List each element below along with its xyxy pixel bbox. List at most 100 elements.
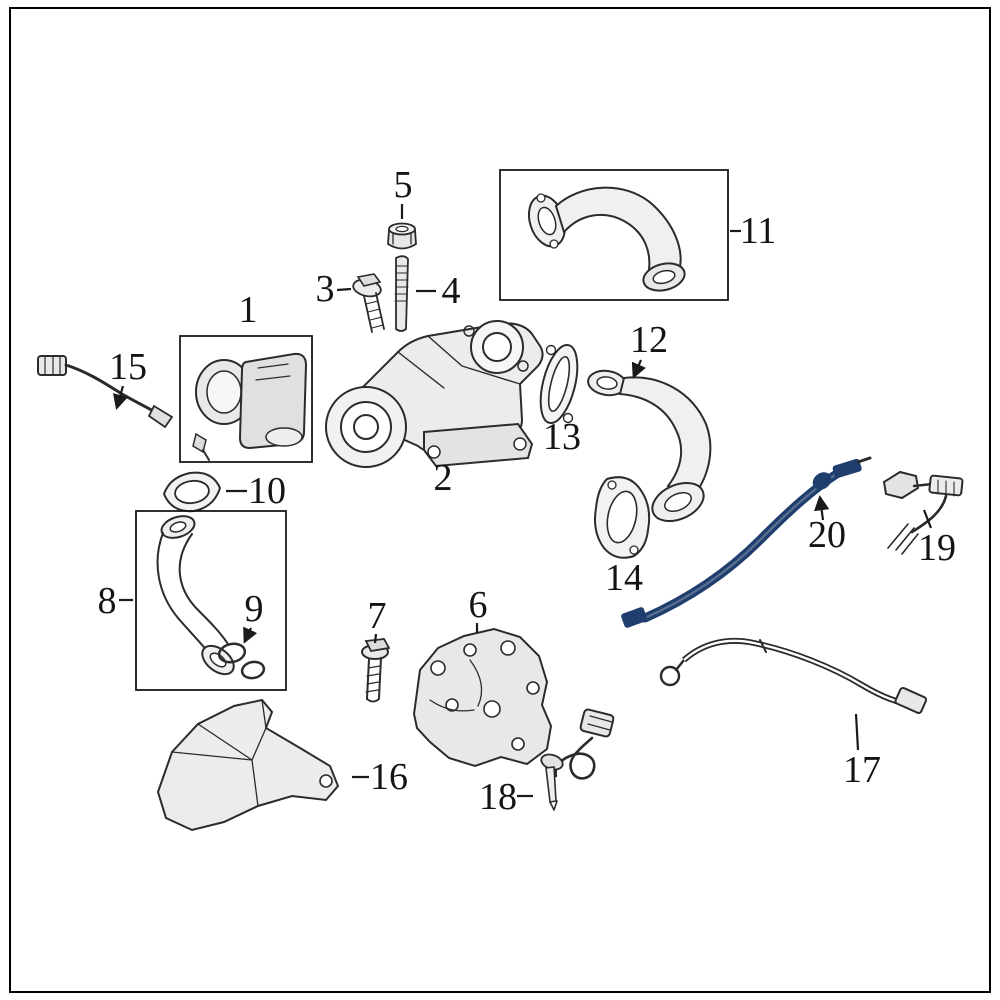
probe-tip <box>549 800 558 811</box>
probe-strands <box>887 523 919 555</box>
part-16-heat-shield <box>156 698 340 832</box>
part-4-stud <box>394 255 409 332</box>
callout-12-label: 12 <box>630 319 668 361</box>
wire-tip <box>147 404 174 429</box>
part-1-egr-valve <box>179 335 313 463</box>
callout-17-label: 17 <box>843 749 881 791</box>
callout-12-leader <box>631 359 646 379</box>
tube-bulge <box>812 472 832 490</box>
bolt-head <box>364 638 391 652</box>
nut-facets <box>392 232 412 245</box>
valve-bolt <box>192 432 207 454</box>
hose-outline <box>156 532 209 653</box>
callout-2-label: 2 <box>434 457 453 499</box>
callout-9-leader <box>243 626 258 644</box>
part-10-gasket <box>162 471 222 513</box>
bolt-threads <box>365 300 384 329</box>
gasket-opening <box>606 490 638 544</box>
part-1-box <box>179 335 313 463</box>
bracket-detail-lines <box>429 659 483 712</box>
part-3-bolt <box>352 273 385 333</box>
gasket-opening <box>174 479 210 505</box>
bracket-hole <box>483 700 501 718</box>
tube-right-tip <box>856 456 872 464</box>
callout-13-label: 13 <box>543 416 581 458</box>
callout-7-leader <box>373 633 378 644</box>
bolt-head <box>356 273 382 287</box>
tube-line-inner <box>683 639 904 705</box>
gasket-bolt-hole <box>607 480 617 490</box>
callout-8-label: 8 <box>98 580 117 622</box>
callout-9-label: 9 <box>245 588 264 630</box>
gasket-bolt-hole <box>629 545 639 555</box>
callout-11-label: 11 <box>740 210 777 252</box>
connector-ribs <box>937 479 955 497</box>
bolt-threads <box>365 665 381 693</box>
eyelet-stem <box>674 658 686 672</box>
valve-motor-face <box>206 370 242 414</box>
shield-bolt-hole <box>319 774 333 788</box>
valve-bolt-shaft <box>202 449 210 461</box>
tube-body <box>618 376 712 500</box>
flange-bolt-hole <box>427 445 441 459</box>
callout-4-label: 4 <box>442 270 461 312</box>
callout-6-label: 6 <box>469 584 488 626</box>
cooler-left-bore <box>353 414 379 440</box>
seal-ring <box>217 642 247 664</box>
bracket-hole <box>526 681 540 695</box>
tube-body <box>554 186 682 278</box>
part-7-bolt <box>361 638 391 703</box>
bracket-hole <box>430 660 446 676</box>
stud-ribs <box>394 265 409 302</box>
sensor-wire <box>910 494 948 534</box>
callout-15-label: 15 <box>109 346 147 388</box>
tube-right-fitting <box>832 458 862 479</box>
part-9-seal-rings <box>217 642 266 680</box>
connector-body <box>579 708 615 738</box>
bolt-shaft <box>366 657 382 700</box>
probe-shaft <box>545 766 557 803</box>
part-17-tube <box>659 637 928 714</box>
tube-end-connector <box>894 686 928 714</box>
bolt-shaft <box>363 292 385 333</box>
tube-eyelet <box>659 665 681 687</box>
callout-labels: 1 2 3 4 5 6 7 8 9 10 11 12 13 14 15 16 1… <box>98 164 957 818</box>
callout-19-label: 19 <box>918 527 956 569</box>
callout-1-label: 1 <box>239 289 258 331</box>
tube-end-opening <box>652 269 676 285</box>
part-11-tube-assembly <box>499 169 729 301</box>
hose-top-opening <box>169 521 187 533</box>
callout-20-leader <box>814 494 830 521</box>
flange-opening <box>537 206 557 236</box>
tube-fitting <box>759 639 767 653</box>
nut-hole <box>395 225 409 233</box>
tube-left-fitting <box>621 607 648 628</box>
cooler-detail-lines <box>397 335 521 389</box>
callout-19-leader <box>922 509 933 529</box>
connector-body <box>37 355 67 376</box>
bracket-hole <box>463 643 477 657</box>
tube-line-outer <box>682 637 904 706</box>
callout-5-label: 5 <box>394 164 413 206</box>
callout-3-label: 3 <box>316 268 335 310</box>
part-11-box <box>499 169 729 301</box>
hose-outline <box>178 533 229 645</box>
part-12-tube <box>587 369 712 523</box>
tube-top-opening <box>596 376 618 390</box>
highlighted-tube <box>640 468 843 623</box>
seal-ring <box>240 660 266 680</box>
bolt-tip <box>366 698 380 703</box>
part-19-sensor <box>882 470 964 555</box>
callout-leaders <box>112 204 933 798</box>
cooler-bottom-flange <box>423 422 534 468</box>
gasket-bolt-hole <box>545 344 557 356</box>
flange-bolt-hole <box>549 239 559 249</box>
image-border <box>9 7 991 993</box>
part-6-bracket <box>412 627 553 768</box>
part-8-box <box>135 510 287 691</box>
shield-fold-lines <box>171 699 267 807</box>
bracket-hole <box>500 640 516 656</box>
gasket-opening <box>547 355 571 413</box>
callout-17-leader <box>854 713 860 751</box>
